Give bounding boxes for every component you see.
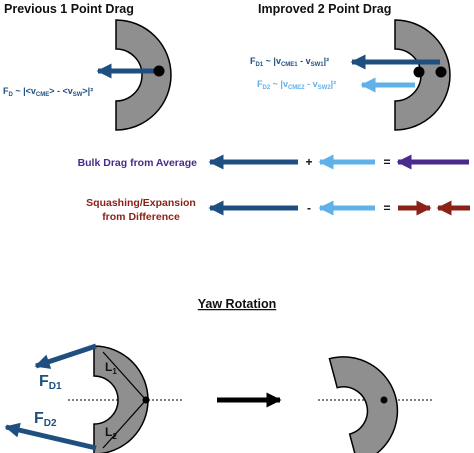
bulk-equals-sign: = bbox=[383, 155, 390, 169]
formula-fd2: FD2 ~ |vCME2 - vSW2|² bbox=[257, 79, 336, 91]
pivot-point-right bbox=[380, 396, 388, 404]
yaw-force-arrow-d2 bbox=[4, 422, 97, 451]
yaw-label-fd1: FD1 bbox=[39, 373, 62, 392]
cme-shield-yaw-after bbox=[328, 356, 399, 453]
lever-arm-l2 bbox=[102, 399, 147, 449]
drag-point-2 bbox=[435, 66, 447, 78]
heading-improved: Improved 2 Point Drag bbox=[258, 2, 391, 16]
yaw-label-fd2: FD2 bbox=[34, 410, 57, 429]
bulk-plus-sign: + bbox=[305, 155, 312, 169]
pivot-point-left bbox=[142, 396, 150, 404]
cme-shield-yaw-before bbox=[93, 345, 149, 453]
drag-point-single bbox=[153, 65, 165, 77]
drag-point-1 bbox=[413, 66, 425, 78]
formula-single: FD ~ |<vCME> - <vSW>|² bbox=[3, 86, 93, 98]
yaw-force-arrow-d1 bbox=[34, 343, 97, 369]
heading-yaw: Yaw Rotation bbox=[198, 297, 276, 311]
yaw-label-l1: L1 bbox=[105, 360, 117, 376]
heading-previous: Previous 1 Point Drag bbox=[4, 2, 134, 16]
yaw-label-l2: L2 bbox=[105, 425, 117, 441]
squash-label-line1: Squashing/Expansion bbox=[86, 197, 196, 209]
squash-equals-sign: = bbox=[383, 201, 390, 215]
formula-fd1: FD1 ~ |vCME1 - vSW1|² bbox=[250, 56, 329, 68]
lever-arm-l1 bbox=[102, 351, 147, 401]
squash-label-line2: from Difference bbox=[102, 211, 180, 223]
cme-shield-previous bbox=[115, 19, 172, 131]
bulk-drag-label: Bulk Drag from Average bbox=[78, 157, 198, 169]
squash-minus-sign: - bbox=[307, 201, 311, 215]
